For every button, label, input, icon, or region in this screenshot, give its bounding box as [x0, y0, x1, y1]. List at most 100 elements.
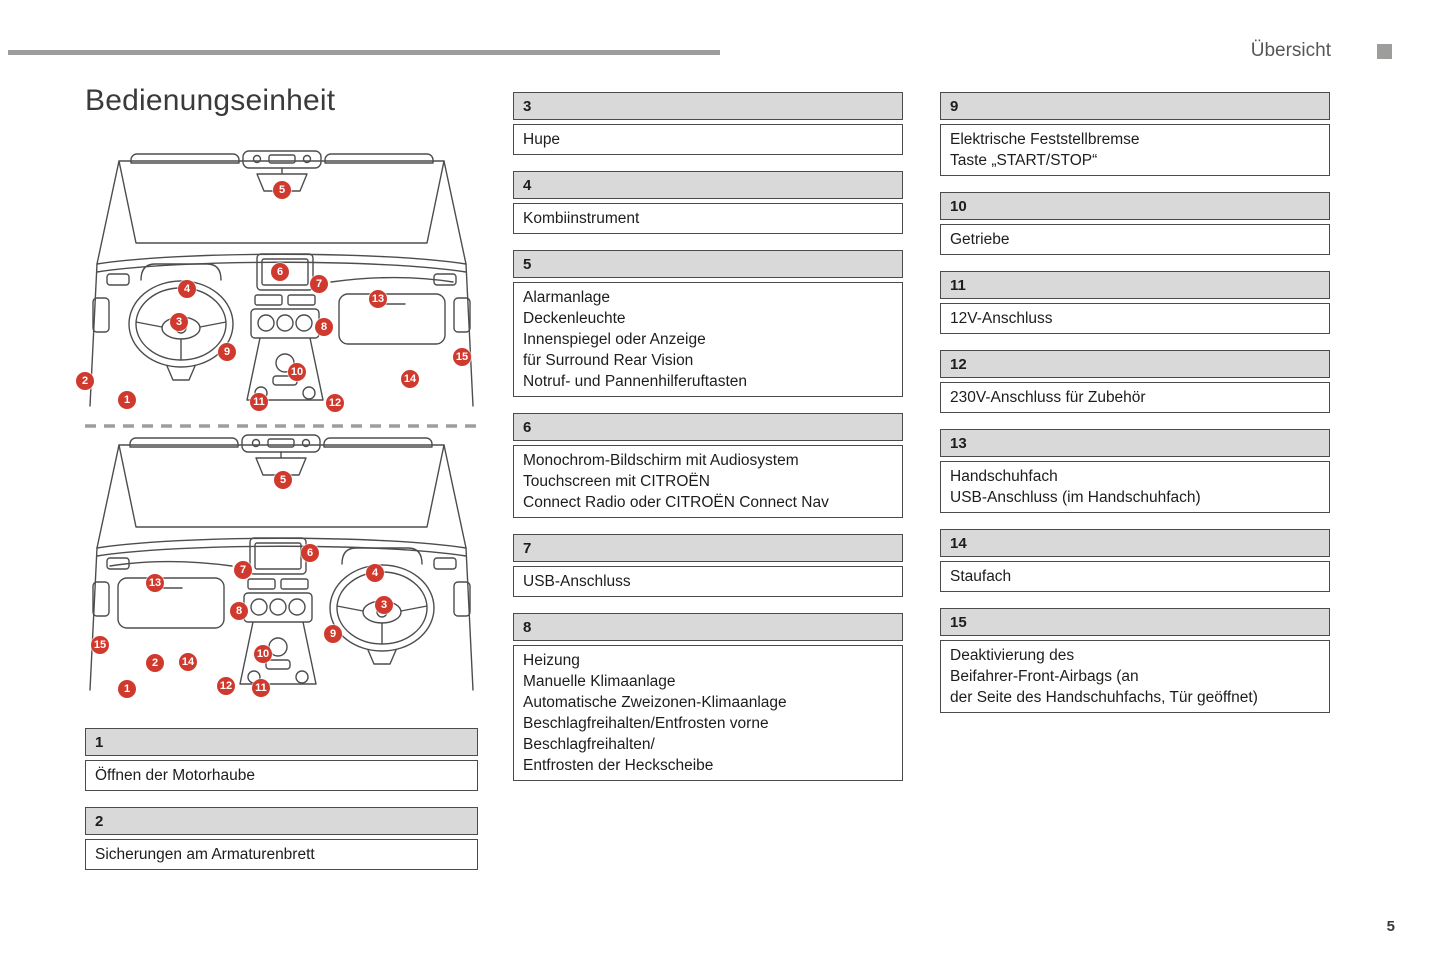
callout-2: 2	[76, 372, 94, 390]
callout-5: 5	[273, 181, 291, 199]
legend-body: Alarmanlage Deckenleuchte Innenspiegel o…	[513, 282, 903, 397]
legend-text-line: der Seite des Handschuhfachs, Tür geöffn…	[950, 689, 1258, 706]
legend-table-1: 1 Öffnen der Motorhaube	[85, 728, 478, 791]
legend-text-line: Automatische Zweizonen-Klimaanlage	[523, 694, 787, 711]
legend-table-4: 4 Kombiinstrument	[513, 171, 903, 234]
legend-body: Öffnen der Motorhaube	[85, 760, 478, 791]
legend-number: 12	[940, 350, 1330, 378]
legend-text-line: Heizung	[523, 652, 580, 669]
legend-table-7: 7 USB-Anschluss	[513, 534, 903, 597]
callout-2: 2	[146, 654, 164, 672]
legend-body: Deaktivierung des Beifahrer-Front-Airbag…	[940, 640, 1330, 713]
legend-number: 14	[940, 529, 1330, 557]
callout-5: 5	[274, 471, 292, 489]
callout-15: 15	[91, 636, 109, 654]
legend-table-12: 12 230V-Anschluss für Zubehör	[940, 350, 1330, 413]
legend-body: 230V-Anschluss für Zubehör	[940, 382, 1330, 413]
legend-text-line: Hupe	[523, 131, 561, 148]
legend-body: Staufach	[940, 561, 1330, 592]
legend-table-14: 14 Staufach	[940, 529, 1330, 592]
legend-table-6: 6 Monochrom-Bildschirm mit Audiosystem T…	[513, 413, 903, 518]
legend-number: 8	[513, 613, 903, 641]
legend-text-line: 230V-Anschluss für Zubehör	[950, 389, 1146, 406]
callout-13: 13	[369, 290, 387, 308]
callout-9: 9	[324, 625, 342, 643]
callout-10: 10	[288, 363, 306, 381]
legend-text-line: Getriebe	[950, 231, 1010, 248]
legend-body: Elektrische Feststellbremse Taste „START…	[940, 124, 1330, 176]
callout-15: 15	[453, 348, 471, 366]
legend-table-2: 2 Sicherungen am Armaturenbrett	[85, 807, 478, 870]
dashboard-illustration	[85, 150, 478, 691]
callout-8: 8	[230, 602, 248, 620]
legend-text-line: Notruf- und Pannenhilferuftasten	[523, 373, 748, 390]
legend-number: 9	[940, 92, 1330, 120]
callout-11: 11	[252, 679, 270, 697]
legend-table-11: 11 12V-Anschluss	[940, 271, 1330, 334]
legend-table-13: 13 Handschuhfach USB-Anschluss (im Hands…	[940, 429, 1330, 513]
callout-1: 1	[118, 391, 136, 409]
legend-table-8: 8 Heizung Manuelle Klimaanlage Automatis…	[513, 613, 903, 781]
legend-body: 12V-Anschluss	[940, 303, 1330, 334]
callout-3: 3	[375, 596, 393, 614]
middle-column: 3 Hupe 4 Kombiinstrument 5 Alarmanlage D…	[513, 92, 903, 797]
legend-body: Heizung Manuelle Klimaanlage Automatisch…	[513, 645, 903, 781]
legend-text-line: Staufach	[950, 568, 1012, 585]
callouts-bottom-layer: 5 6 7 4 13 3 8 9 10 15 2 14 1 12 11	[85, 148, 478, 704]
legend-table-10: 10 Getriebe	[940, 192, 1330, 255]
callout-6: 6	[271, 263, 289, 281]
legend-text-line: 12V-Anschluss	[950, 310, 1053, 327]
right-column: 9 Elektrische Feststellbremse Taste „STA…	[940, 92, 1330, 729]
legend-text-line: für Surround Rear Vision	[523, 352, 694, 369]
callout-9: 9	[218, 343, 236, 361]
legend-table-15: 15 Deaktivierung des Beifahrer-Front-Air…	[940, 608, 1330, 713]
callout-6: 6	[301, 544, 319, 562]
callout-7: 7	[234, 561, 252, 579]
legend-text-line: Alarmanlage	[523, 289, 611, 306]
legend-number: 5	[513, 250, 903, 278]
legend-text-line: Deckenleuchte	[523, 310, 626, 327]
legend-body: Kombiinstrument	[513, 203, 903, 234]
legend-number: 10	[940, 192, 1330, 220]
legend-number: 6	[513, 413, 903, 441]
callout-11: 11	[250, 393, 268, 411]
callout-12: 12	[217, 677, 235, 695]
legend-text-line: Connect Radio oder CITROËN Connect Nav	[523, 494, 829, 511]
header-rule	[8, 50, 720, 55]
legend-table-9: 9 Elektrische Feststellbremse Taste „STA…	[940, 92, 1330, 176]
legend-number: 13	[940, 429, 1330, 457]
legend-body: Sicherungen am Armaturenbrett	[85, 839, 478, 870]
legend-text-line: Entfrosten der Heckscheibe	[523, 757, 714, 774]
legend-text-line: Beschlagfreihalten/Entfrosten vorne	[523, 715, 769, 732]
legend-body: Hupe	[513, 124, 903, 155]
legend-text-line: Handschuhfach	[950, 468, 1058, 485]
legend-text-line: Öffnen der Motorhaube	[95, 767, 255, 784]
page-number: 5	[1386, 918, 1395, 935]
legend-text-line: Kombiinstrument	[523, 210, 640, 227]
legend-table-3: 3 Hupe	[513, 92, 903, 155]
legend-text-line: Touchscreen mit CITROËN	[523, 473, 710, 490]
legend-text-line: Manuelle Klimaanlage	[523, 673, 676, 690]
callout-13: 13	[146, 574, 164, 592]
legend-body: Monochrom-Bildschirm mit Audiosystem Tou…	[513, 445, 903, 518]
legend-body: Handschuhfach USB-Anschluss (im Handschu…	[940, 461, 1330, 513]
legend-text-line: Beschlagfreihalten/	[523, 736, 655, 753]
callout-3: 3	[170, 313, 188, 331]
legend-text-line: USB-Anschluss	[523, 573, 631, 590]
callout-14: 14	[179, 653, 197, 671]
legend-table-5: 5 Alarmanlage Deckenleuchte Innenspiegel…	[513, 250, 903, 397]
legend-number: 11	[940, 271, 1330, 299]
legend-number: 15	[940, 608, 1330, 636]
legend-text-line: Beifahrer-Front-Airbags (an	[950, 668, 1139, 685]
callout-7: 7	[310, 275, 328, 293]
callout-10: 10	[254, 645, 272, 663]
legend-text-line: Monochrom-Bildschirm mit Audiosystem	[523, 452, 799, 469]
legend-text-line: Elektrische Feststellbremse	[950, 131, 1140, 148]
callout-4: 4	[178, 280, 196, 298]
section-marker-square	[1377, 44, 1392, 59]
legend-text-line: USB-Anschluss (im Handschuhfach)	[950, 489, 1201, 506]
legend-number: 2	[85, 807, 478, 835]
